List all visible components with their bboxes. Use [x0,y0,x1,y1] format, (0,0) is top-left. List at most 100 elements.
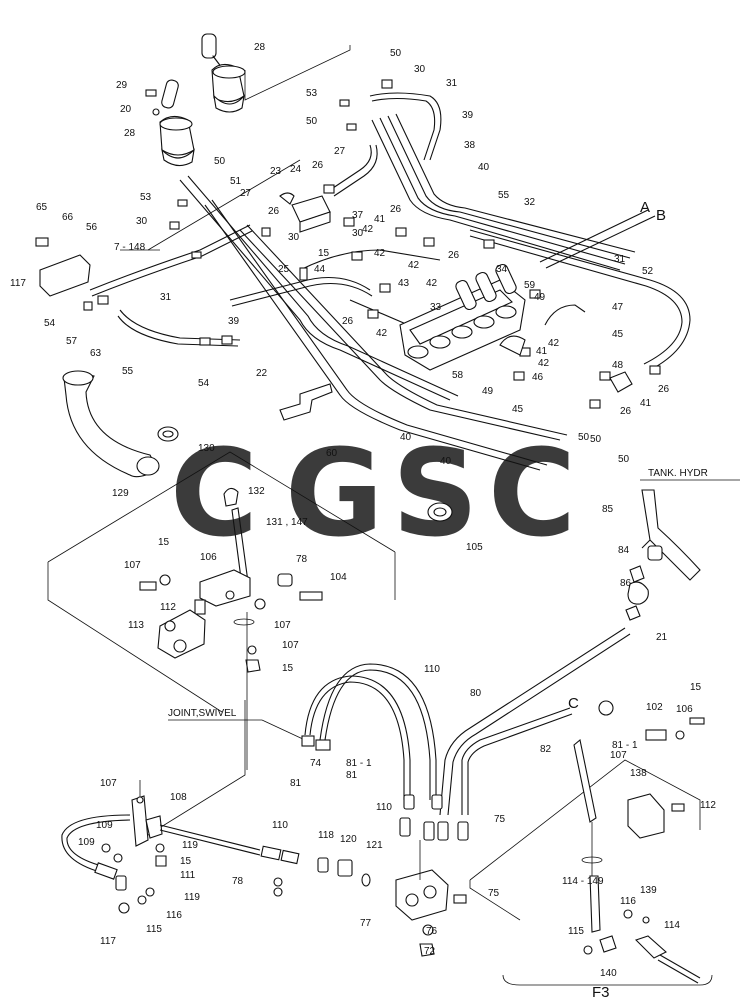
part-number-label: 55 [122,366,134,377]
part-number-label: 117 [10,278,26,289]
part-number-label: 26 [390,204,402,215]
part-number-label: 41 [374,214,386,225]
diagram-labels: TANK. HYDR JOINT,SWIVEL F3 A B C [168,199,708,1001]
part-number-label: 39 [462,110,474,121]
part-number-label: 32 [524,197,536,208]
part-number-label: 33 [430,302,442,313]
part-number-label: 106 [676,704,693,715]
part-number-label: 85 [602,504,614,515]
part-number-label: 115 [568,926,584,937]
clamp-105 [427,502,453,522]
part-number-label: 28 [124,128,136,139]
part-number-label: 31 [446,78,458,89]
part-number-label: 139 [640,885,657,896]
part-number-label: 131 , 147 [266,517,308,528]
part-number-label: 110 [272,820,288,831]
watermark-letter-3: S [392,425,478,564]
part-number-label: 53 [140,192,152,203]
cgsc-watermark: C G S C [170,425,576,564]
part-number-labels: 2829202853503031503938274065665653305051… [10,42,716,979]
cable-assembly [61,700,371,914]
leader-lines-top [120,45,351,251]
part-number-label: 112 [160,602,176,613]
part-number-label: 50 [390,48,402,59]
part-number-label: 84 [618,545,630,556]
part-number-label: 26 [268,206,280,217]
part-number-label: 60 [326,448,338,459]
upper-left-panel [47,451,396,713]
part-number-label: 50 [618,454,630,465]
part-number-label: 47 [612,302,624,313]
part-number-label: 50 [590,434,602,445]
part-number-label: 26 [620,406,632,417]
part-number-label: 30 [352,228,364,239]
part-number-label: 51 [230,176,242,187]
part-number-label: 107 [282,640,299,651]
part-number-label: 80 [470,688,482,699]
part-number-label: 15 [158,537,170,548]
hose-bundle-upper [329,91,691,371]
part-number-label: 129 [112,488,129,499]
part-number-label: 58 [452,370,464,381]
part-number-label: 81 - 1 [612,740,638,751]
part-number-label: 74 [310,758,322,769]
part-number-label: 75 [488,888,500,899]
part-number-label: 81 [290,778,302,789]
part-number-label: 116 [166,910,182,921]
part-number-label: 15 [690,682,702,693]
part-number-label: 42 [426,278,438,289]
part-number-label: 138 [630,768,647,779]
part-number-label: 66 [62,212,74,223]
part-number-label: 41 [536,346,548,357]
part-number-label: 24 [290,164,302,175]
part-number-label: 31 [614,254,626,265]
part-number-label: 107 [124,560,141,571]
part-number-label: 30 [414,64,426,75]
part-number-label: 34 [496,264,508,275]
part-number-label: 120 [340,834,357,845]
part-number-label: 59 [524,280,536,291]
pedal-valve-76 [395,794,469,957]
part-number-label: 121 [366,840,383,851]
part-number-label: 42 [538,358,550,369]
part-number-label: 21 [656,632,668,643]
part-number-label: 57 [66,336,78,347]
watermark-letter-2: G [285,425,384,564]
label-connector-b: B [656,207,666,224]
part-number-label: 31 [160,292,172,303]
part-number-label: 111 [180,870,196,881]
control-valve-58 [399,263,526,371]
part-number-label: 28 [254,42,266,53]
part-number-label: 108 [170,792,187,803]
hose-bundle-left [89,175,568,471]
part-number-label: 114 - 149 [562,876,604,887]
part-number-label: 29 [116,80,128,91]
watermark-letter-1: C [170,425,258,564]
part-number-label: 42 [376,328,388,339]
part-number-label: 54 [44,318,56,329]
part-number-label: 15 [180,856,192,867]
part-number-label: 30 [136,216,148,227]
part-number-label: 113 [128,620,144,631]
part-number-label: 15 [282,663,294,674]
part-number-label: 46 [532,372,544,383]
part-number-label: 42 [548,338,560,349]
part-number-label: 26 [342,316,354,327]
part-number-label: 50 [214,156,226,167]
part-number-label: 44 [314,264,326,275]
watermark-letter-4: C [488,425,576,564]
part-number-label: 45 [612,329,624,340]
part-number-label: 42 [408,260,420,271]
part-number-label: 119 [182,840,198,851]
part-number-label: 42 [362,224,374,235]
part-number-label: 106 [200,552,217,563]
manifold-block-24 [279,192,331,233]
part-number-label: 26 [312,160,324,171]
part-number-label: 50 [578,432,590,443]
part-number-label: 75 [494,814,506,825]
part-number-label: 54 [198,378,210,389]
part-number-label: 25 [278,264,290,275]
part-number-label: 117 [100,936,116,947]
part-number-label: 23 [270,166,282,177]
